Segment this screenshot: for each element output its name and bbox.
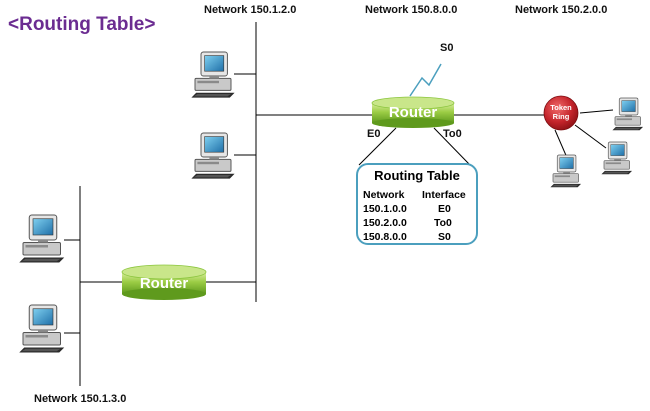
interface-label-to0: To0 [443,128,462,140]
routing-table-row-1-interface: E0 [438,203,451,215]
token-ring-link-2 [574,124,607,149]
callout-line-right [433,127,471,166]
network-label-150-2-0-0: Network 150.2.0.0 [515,4,608,16]
network-label-150-8-0-0: Network 150.8.0.0 [365,4,458,16]
main-router-label: Router [388,104,438,121]
routing-table-row-2-network: 150.2.0.0 [363,217,407,229]
routing-table-row-3-interface: S0 [438,231,451,243]
computer-icon-150-1-2-top [190,51,236,99]
routing-table-row-3-network: 150.8.0.0 [363,231,407,243]
network-label-150-1-2-0: Network 150.1.2.0 [204,4,297,16]
interface-label-e0: E0 [367,128,381,140]
serial-link-icon [409,63,442,97]
computer-icon-token-ring-1 [612,97,644,131]
token-ring-label-line1: Token [550,103,572,112]
page-title: <Routing Table> [8,14,156,35]
routing-table-header-interface: Interface [422,189,466,201]
routing-table-header-network: Network [363,189,405,201]
token-ring-icon [543,95,579,131]
token-ring-label-line2: Ring [552,112,570,121]
callout-line-left [358,127,397,166]
secondary-router-label: Router [139,275,189,292]
routing-table-callout: Routing Table Network Interface 150.1.0.… [356,163,478,245]
main-router-icon [371,96,455,128]
routing-table-row-2-interface: To0 [434,217,452,229]
routing-table-row-1-network: 150.1.0.0 [363,203,407,215]
computer-icon-token-ring-2 [601,141,633,175]
token-ring-link-1 [579,109,614,114]
interface-label-s0: S0 [440,42,454,54]
computer-icon-150-1-3-bottom [18,304,65,354]
computer-icon-150-1-3-top [18,214,65,264]
network-label-150-1-3-0: Network 150.1.3.0 [34,393,127,405]
token-ring-label: Token Ring [544,103,578,121]
routing-table-title: Routing Table [374,168,460,183]
computer-icon-150-1-2-mid [190,132,236,180]
secondary-router-icon [121,264,207,300]
computer-icon-token-ring-3 [550,154,582,188]
